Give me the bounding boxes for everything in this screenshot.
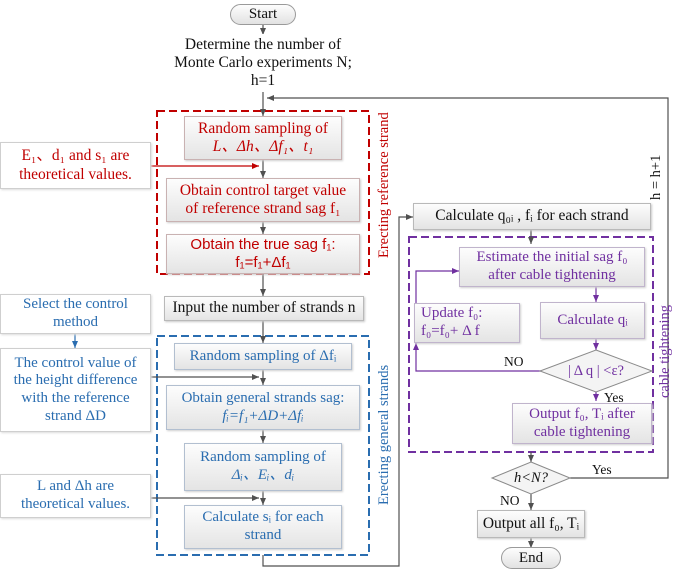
estimate-sag-line-1: Estimate the initial sag f₀ (476, 249, 628, 266)
reference-sampling-step: Random sampling of L、Δh、Δf₁、t₁ (184, 116, 342, 160)
reference-theoretical-note: E₁、d₁ and s₁ are theoretical values. (0, 142, 151, 189)
control-target-line-2: of reference strand sag f₁ (185, 200, 341, 217)
reference-note-line-2: theoretical values. (19, 165, 132, 183)
control-value-note: The control value of the height differen… (0, 348, 151, 432)
determine-line-2: Monte Carlo experiments N; (174, 53, 352, 71)
output-after-tightening-step: Output f₀, Tᵢ after cable tightening (512, 403, 652, 444)
end-terminal: End (501, 547, 561, 569)
general-theoretical-line-1: L and Δh are (37, 478, 114, 495)
control-method-line-2: method (53, 314, 98, 330)
calculate-s-line-2: strand (244, 527, 282, 543)
general-sampling-line-1: Random sampling of (200, 449, 326, 466)
loop-increment-label: h = h+1 (648, 154, 664, 200)
reference-sampling-line-2: L、Δh、Δf₁、t₁ (212, 138, 314, 155)
control-value-line-4: strand ΔD (45, 407, 106, 424)
control-value-line-1: The control value of (14, 354, 137, 371)
control-method-note: Select the control method (0, 294, 151, 334)
output-tightening-line-2: cable tightening (533, 423, 631, 440)
output-tightening-line-1: Output f₀, Tᵢ after (529, 405, 635, 422)
outer-no-label: NO (500, 493, 520, 508)
output-all-step: Output all f₀, Tᵢ (477, 510, 585, 538)
cable-group-label: cable tightening (657, 304, 673, 398)
experiment-condition-text: h<N? (514, 469, 548, 486)
general-sampling-line-2: Δᵢ、Eᵢ、dᵢ (231, 467, 295, 483)
convergence-no-label: NO (504, 354, 524, 369)
true-sag-line-2: f₁=f₁+Δf₁ (235, 254, 291, 271)
determine-line-3: h=1 (250, 72, 276, 90)
update-f0-line-2: f₀=f₀+ Δ f (421, 323, 480, 339)
convergence-decision-diamond (538, 349, 654, 393)
general-theoretical-note: L and Δh are theoretical values. (0, 474, 151, 518)
control-value-line-3: with the reference (21, 390, 130, 406)
general-theoretical-line-2: theoretical values. (20, 496, 131, 512)
experiment-count-decision-diamond (490, 461, 572, 495)
reference-group-label: Erecting reference strand (376, 112, 392, 258)
control-method-line-1: Select the control (23, 296, 128, 313)
general-sampling-step: Random sampling of Δᵢ、Eᵢ、dᵢ (184, 443, 342, 491)
update-f0-line-1: Update f₀: (421, 305, 483, 322)
true-sag-step: Obtain the true sag f₁: f₁=f₁+Δf₁ (166, 234, 360, 274)
estimate-sag-line-2: after cable tightening (488, 267, 616, 283)
sampling-delta-f-step: Random sampling of Δfᵢ (174, 343, 352, 370)
convergence-yes-label: Yes (604, 390, 624, 405)
reference-sampling-line-1: Random sampling of (197, 119, 329, 137)
general-sag-line-1: Obtain general strands sag: (181, 389, 345, 406)
reference-note-line-1: E₁、d₁ and s₁ are (21, 147, 130, 165)
calculate-s-line-1: Calculate sᵢ for each (202, 509, 324, 526)
control-target-line-1: Obtain control target value (179, 181, 347, 199)
control-value-line-2: the height difference (13, 372, 138, 389)
update-f0-step: Update f₀: f₀=f₀+ Δ f (414, 303, 520, 343)
input-strands-step: Input the number of strands n (164, 296, 364, 321)
calculate-s-step: Calculate sᵢ for each strand (184, 505, 342, 549)
determine-line-1: Determine the number of (184, 35, 342, 53)
determine-experiments-step: Determine the number of Monte Carlo expe… (166, 34, 360, 92)
general-sag-line-2: fᵢ=f₁+ΔD+Δfᵢ (222, 407, 304, 424)
calculate-qi-step: Calculate qᵢ (540, 302, 645, 339)
general-sag-step: Obtain general strands sag: fᵢ=f₁+ΔD+Δfᵢ (166, 385, 360, 430)
calculate-q-step: Calculate q₀ᵢ , fᵢ for each strand (413, 203, 651, 230)
start-terminal: Start (230, 4, 296, 25)
estimate-sag-step: Estimate the initial sag f₀ after cable … (459, 247, 645, 287)
outer-yes-label: Yes (592, 462, 612, 477)
true-sag-line-1: Obtain the true sag f₁: (190, 236, 336, 254)
control-target-step: Obtain control target value of reference… (166, 178, 360, 222)
general-group-label: Erecting general strands (376, 364, 392, 505)
convergence-condition-text: | Δ q | <ε? (568, 362, 624, 379)
